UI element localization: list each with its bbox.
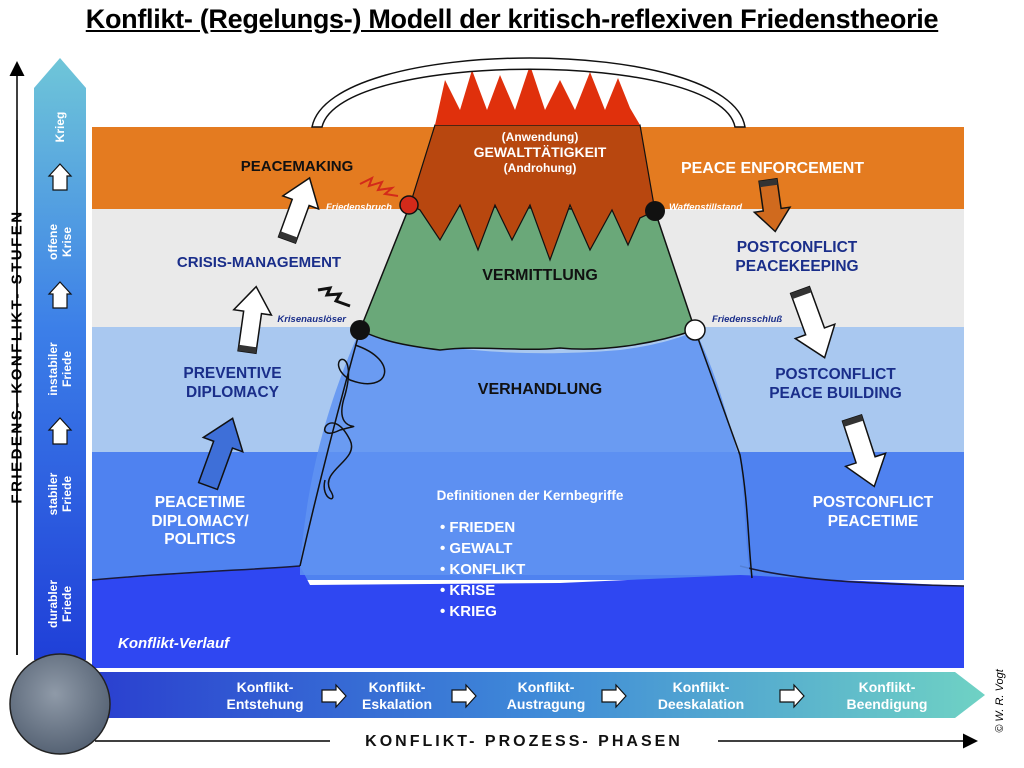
arrow-up-preventive xyxy=(197,417,244,491)
verhandlung-label: VERHANDLUNG xyxy=(477,381,603,398)
arrow-down-enforcement xyxy=(752,177,792,233)
waffenstillstand-marker xyxy=(645,201,665,221)
list-item: GEWALT xyxy=(440,538,580,559)
phase-deeskalation: Konflikt-Deeskalation xyxy=(657,679,745,712)
konflikt-verlauf-label: Konflikt-Verlauf xyxy=(118,635,230,652)
phase-arrow-icon xyxy=(321,683,805,709)
gewalt-label: (Anwendung) GEWALTTÄTIGKEIT (Androhung) xyxy=(473,130,607,176)
definitions-heading: Definitionen der Kernbegriffe xyxy=(436,488,624,503)
peacemaking-label: PEACEMAKING xyxy=(240,158,354,175)
author-credit: © W. R. Vogt xyxy=(994,669,1006,733)
friedensbruch-marker xyxy=(399,195,419,215)
left-axis-label: FRIEDENS- KONFLIKT- STUFEN xyxy=(8,209,26,504)
phase-eskalation: Konflikt-Eskalation xyxy=(361,679,433,712)
spiral-squiggle xyxy=(323,344,386,500)
arrow-up-crisis xyxy=(232,285,273,355)
conflict-curve-line xyxy=(91,565,965,587)
arrow-down-building xyxy=(841,413,887,488)
phase-bar xyxy=(92,672,985,718)
list-item: KRIEG xyxy=(440,601,580,622)
left-axis-bar xyxy=(34,58,86,660)
arrow-up-peacemaking xyxy=(277,176,320,245)
friedensbruch-label: Friedensbruch xyxy=(326,202,392,213)
mountain-middle xyxy=(359,204,696,351)
phase-austragung: Konflikt-Austragung xyxy=(506,679,586,712)
waffenstillstand-label: Waffenstillstand xyxy=(669,202,743,213)
phase-entstehung: Konflikt-Entstehung xyxy=(226,679,304,712)
level-arrow-icon xyxy=(47,163,73,445)
level-krieg: Krieg xyxy=(53,111,67,143)
lightning-icon-black xyxy=(317,286,351,308)
list-item: KRISE xyxy=(440,580,580,601)
friedensschluss-label: Friedensschluß xyxy=(712,314,783,325)
list-item: FRIEDEN xyxy=(440,517,580,538)
page-title: Konflikt- (Regelungs-) Modell der kritis… xyxy=(85,4,939,34)
peace-enforcement-label: PEACE ENFORCEMENT xyxy=(680,160,865,177)
phase-beendigung: Konflikt-Beendigung xyxy=(846,679,928,712)
arrow-down-peacekeeping xyxy=(789,285,836,359)
mountain-lower xyxy=(300,330,750,575)
lightning-icon-red xyxy=(359,175,399,197)
definitions-list: FRIEDEN GEWALT KONFLIKT KRISE KRIEG xyxy=(440,517,580,622)
mountain-top xyxy=(409,124,656,262)
krisenausloeser-marker xyxy=(350,320,370,340)
flames xyxy=(435,65,640,125)
vermittlung-label: VERMITTLUNG xyxy=(482,267,598,284)
crisis-management-label: CRISIS-MANAGEMENT xyxy=(176,254,342,271)
krisenausloeser-label: Krisenauslöser xyxy=(277,314,346,325)
friedensschluss-marker xyxy=(684,319,706,341)
list-item: KONFLIKT xyxy=(440,559,580,580)
arch xyxy=(311,57,746,128)
bottom-axis-label: KONFLIKT- PROZESS- PHASEN xyxy=(365,733,683,750)
corner-disc xyxy=(9,653,111,755)
